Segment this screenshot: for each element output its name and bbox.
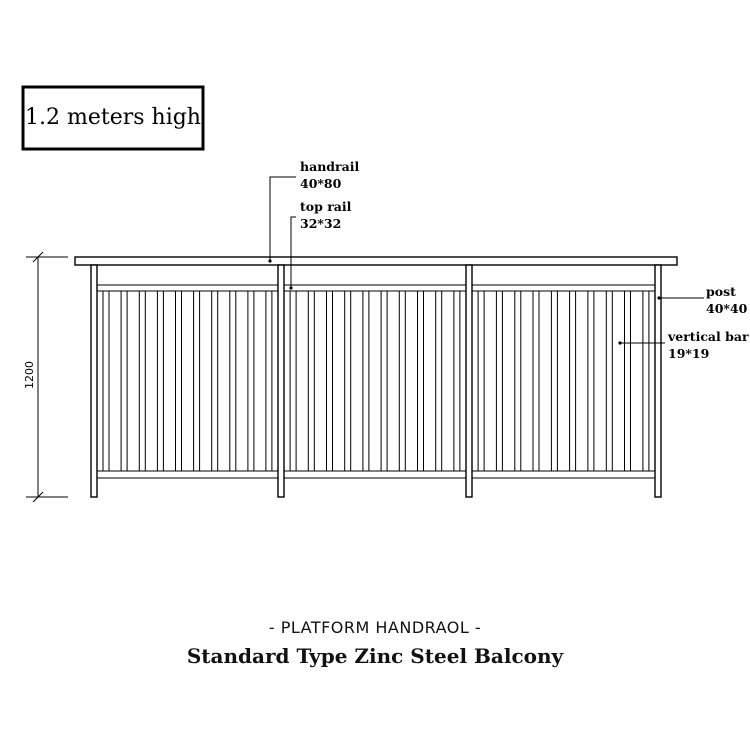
post-1 <box>90 264 98 498</box>
vertical-bar-19 <box>435 290 443 472</box>
callout-post-size: 40*40 <box>706 301 748 316</box>
vertical-bar-7 <box>211 290 219 472</box>
vertical-bar-27 <box>587 290 595 472</box>
vertical-bar-28 <box>605 290 613 472</box>
vertical-bar-8 <box>229 290 237 472</box>
callout-post: post 40*40 <box>657 284 748 316</box>
callout-top-rail-name: top rail <box>300 199 352 214</box>
vertical-bar-26 <box>569 290 577 472</box>
posts <box>90 264 662 498</box>
vertical-bar-29 <box>624 290 631 472</box>
vertical-bar-16 <box>380 290 388 472</box>
callout-top-rail: top rail 32*32 <box>289 199 352 290</box>
vertical-bar-2 <box>120 290 128 472</box>
callout-handrail: handrail 40*80 <box>268 159 359 263</box>
vertical-bar-17 <box>398 290 406 472</box>
vertical-bar-18 <box>417 290 424 472</box>
vertical-bar-24 <box>532 290 540 472</box>
callout-handrail-size: 40*80 <box>300 176 342 191</box>
vertical-bar-11 <box>289 290 297 472</box>
height-badge-text: 1.2 meters high <box>25 105 201 130</box>
handrail <box>74 256 678 266</box>
top-rail <box>97 284 655 292</box>
post-3 <box>465 264 473 498</box>
callout-handrail-name: handrail <box>300 159 359 174</box>
height-dimension: 1200 <box>23 251 68 503</box>
vertical-bar-14 <box>344 290 352 472</box>
post-2 <box>277 264 285 498</box>
vertical-bar-10 <box>265 290 273 472</box>
vertical-bars <box>102 290 650 472</box>
vertical-bar-21 <box>477 290 485 472</box>
height-dimension-label: 1200 <box>23 361 36 389</box>
callout-vertical-bar-size: 19*19 <box>668 346 709 361</box>
vertical-bar-13 <box>326 290 333 472</box>
callout-post-name: post <box>706 284 736 299</box>
drawing-subtitle: - PLATFORM HANDRAOL - <box>268 618 482 637</box>
vertical-bar-15 <box>362 290 370 472</box>
drawing-title: Standard Type Zinc Steel Balcony <box>186 644 564 668</box>
vertical-bar-5 <box>175 290 182 472</box>
post-4 <box>654 264 662 498</box>
vertical-bar-12 <box>307 290 315 472</box>
callout-vertical-bar: vertical bar 19*19 <box>618 329 749 361</box>
callout-vertical-bar-name: vertical bar <box>667 329 749 344</box>
vertical-bar-22 <box>495 290 503 472</box>
vertical-bar-6 <box>193 290 201 472</box>
vertical-bar-1 <box>102 290 110 472</box>
vertical-bar-20 <box>453 290 461 472</box>
vertical-bar-25 <box>550 290 558 472</box>
vertical-bar-30 <box>642 290 650 472</box>
vertical-bar-23 <box>514 290 522 472</box>
vertical-bar-3 <box>138 290 146 472</box>
vertical-bar-9 <box>247 290 255 472</box>
bottom-rail <box>97 470 655 479</box>
height-badge: 1.2 meters high <box>21 85 205 151</box>
vertical-bar-4 <box>156 290 164 472</box>
callout-top-rail-size: 32*32 <box>300 216 341 231</box>
